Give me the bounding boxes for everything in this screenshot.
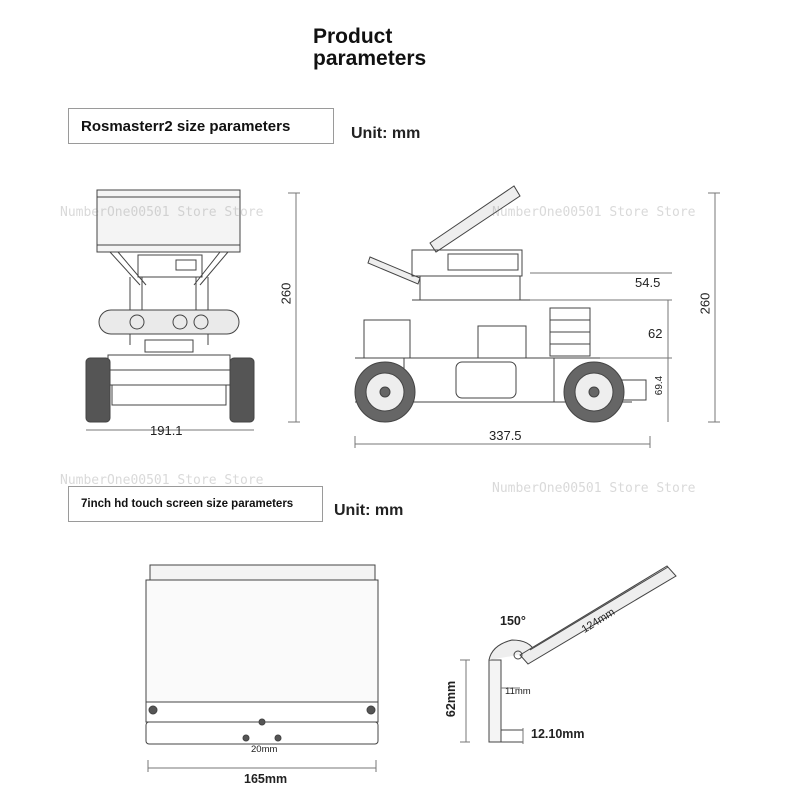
robot-front-width-label: 191.1 xyxy=(150,423,183,438)
robot-side-view xyxy=(354,185,720,448)
robot-side-dim-lower-label: 69.4 xyxy=(654,375,666,396)
unit-label-robot: Unit: mm xyxy=(351,125,421,142)
screen-front-view xyxy=(145,564,379,772)
screen-thickness-label: 11mm xyxy=(505,686,531,697)
robot-front-view xyxy=(85,189,300,431)
robot-side-length-label: 337.5 xyxy=(489,428,522,443)
page-title: Product parameters xyxy=(313,25,427,70)
screen-side-view xyxy=(460,565,677,744)
unit-label-screen: Unit: mm xyxy=(334,502,404,519)
screen-hole-spacing-label: 20mm xyxy=(251,744,278,755)
robot-front-height-label: 260 xyxy=(278,282,294,305)
section-label-screen-text: 7inch hd touch screen size parameters xyxy=(81,498,294,510)
robot-side-height-label: 260 xyxy=(697,292,713,315)
screen-foot-label: 12.10mm xyxy=(531,727,585,741)
section-label-robot: Rosmasterr2 size parameters xyxy=(68,108,334,144)
robot-side-dim-upper-label: 54.5 xyxy=(635,275,661,290)
screen-width-label: 165mm xyxy=(244,772,288,786)
screen-angle-label: 150° xyxy=(500,614,526,628)
screen-height-label: 62mm xyxy=(444,680,459,718)
section-label-robot-text: Rosmasterr2 size parameters xyxy=(81,117,291,135)
robot-side-dim-middle-label: 62 xyxy=(648,326,663,341)
section-label-screen: 7inch hd touch screen size parameters xyxy=(68,486,323,522)
